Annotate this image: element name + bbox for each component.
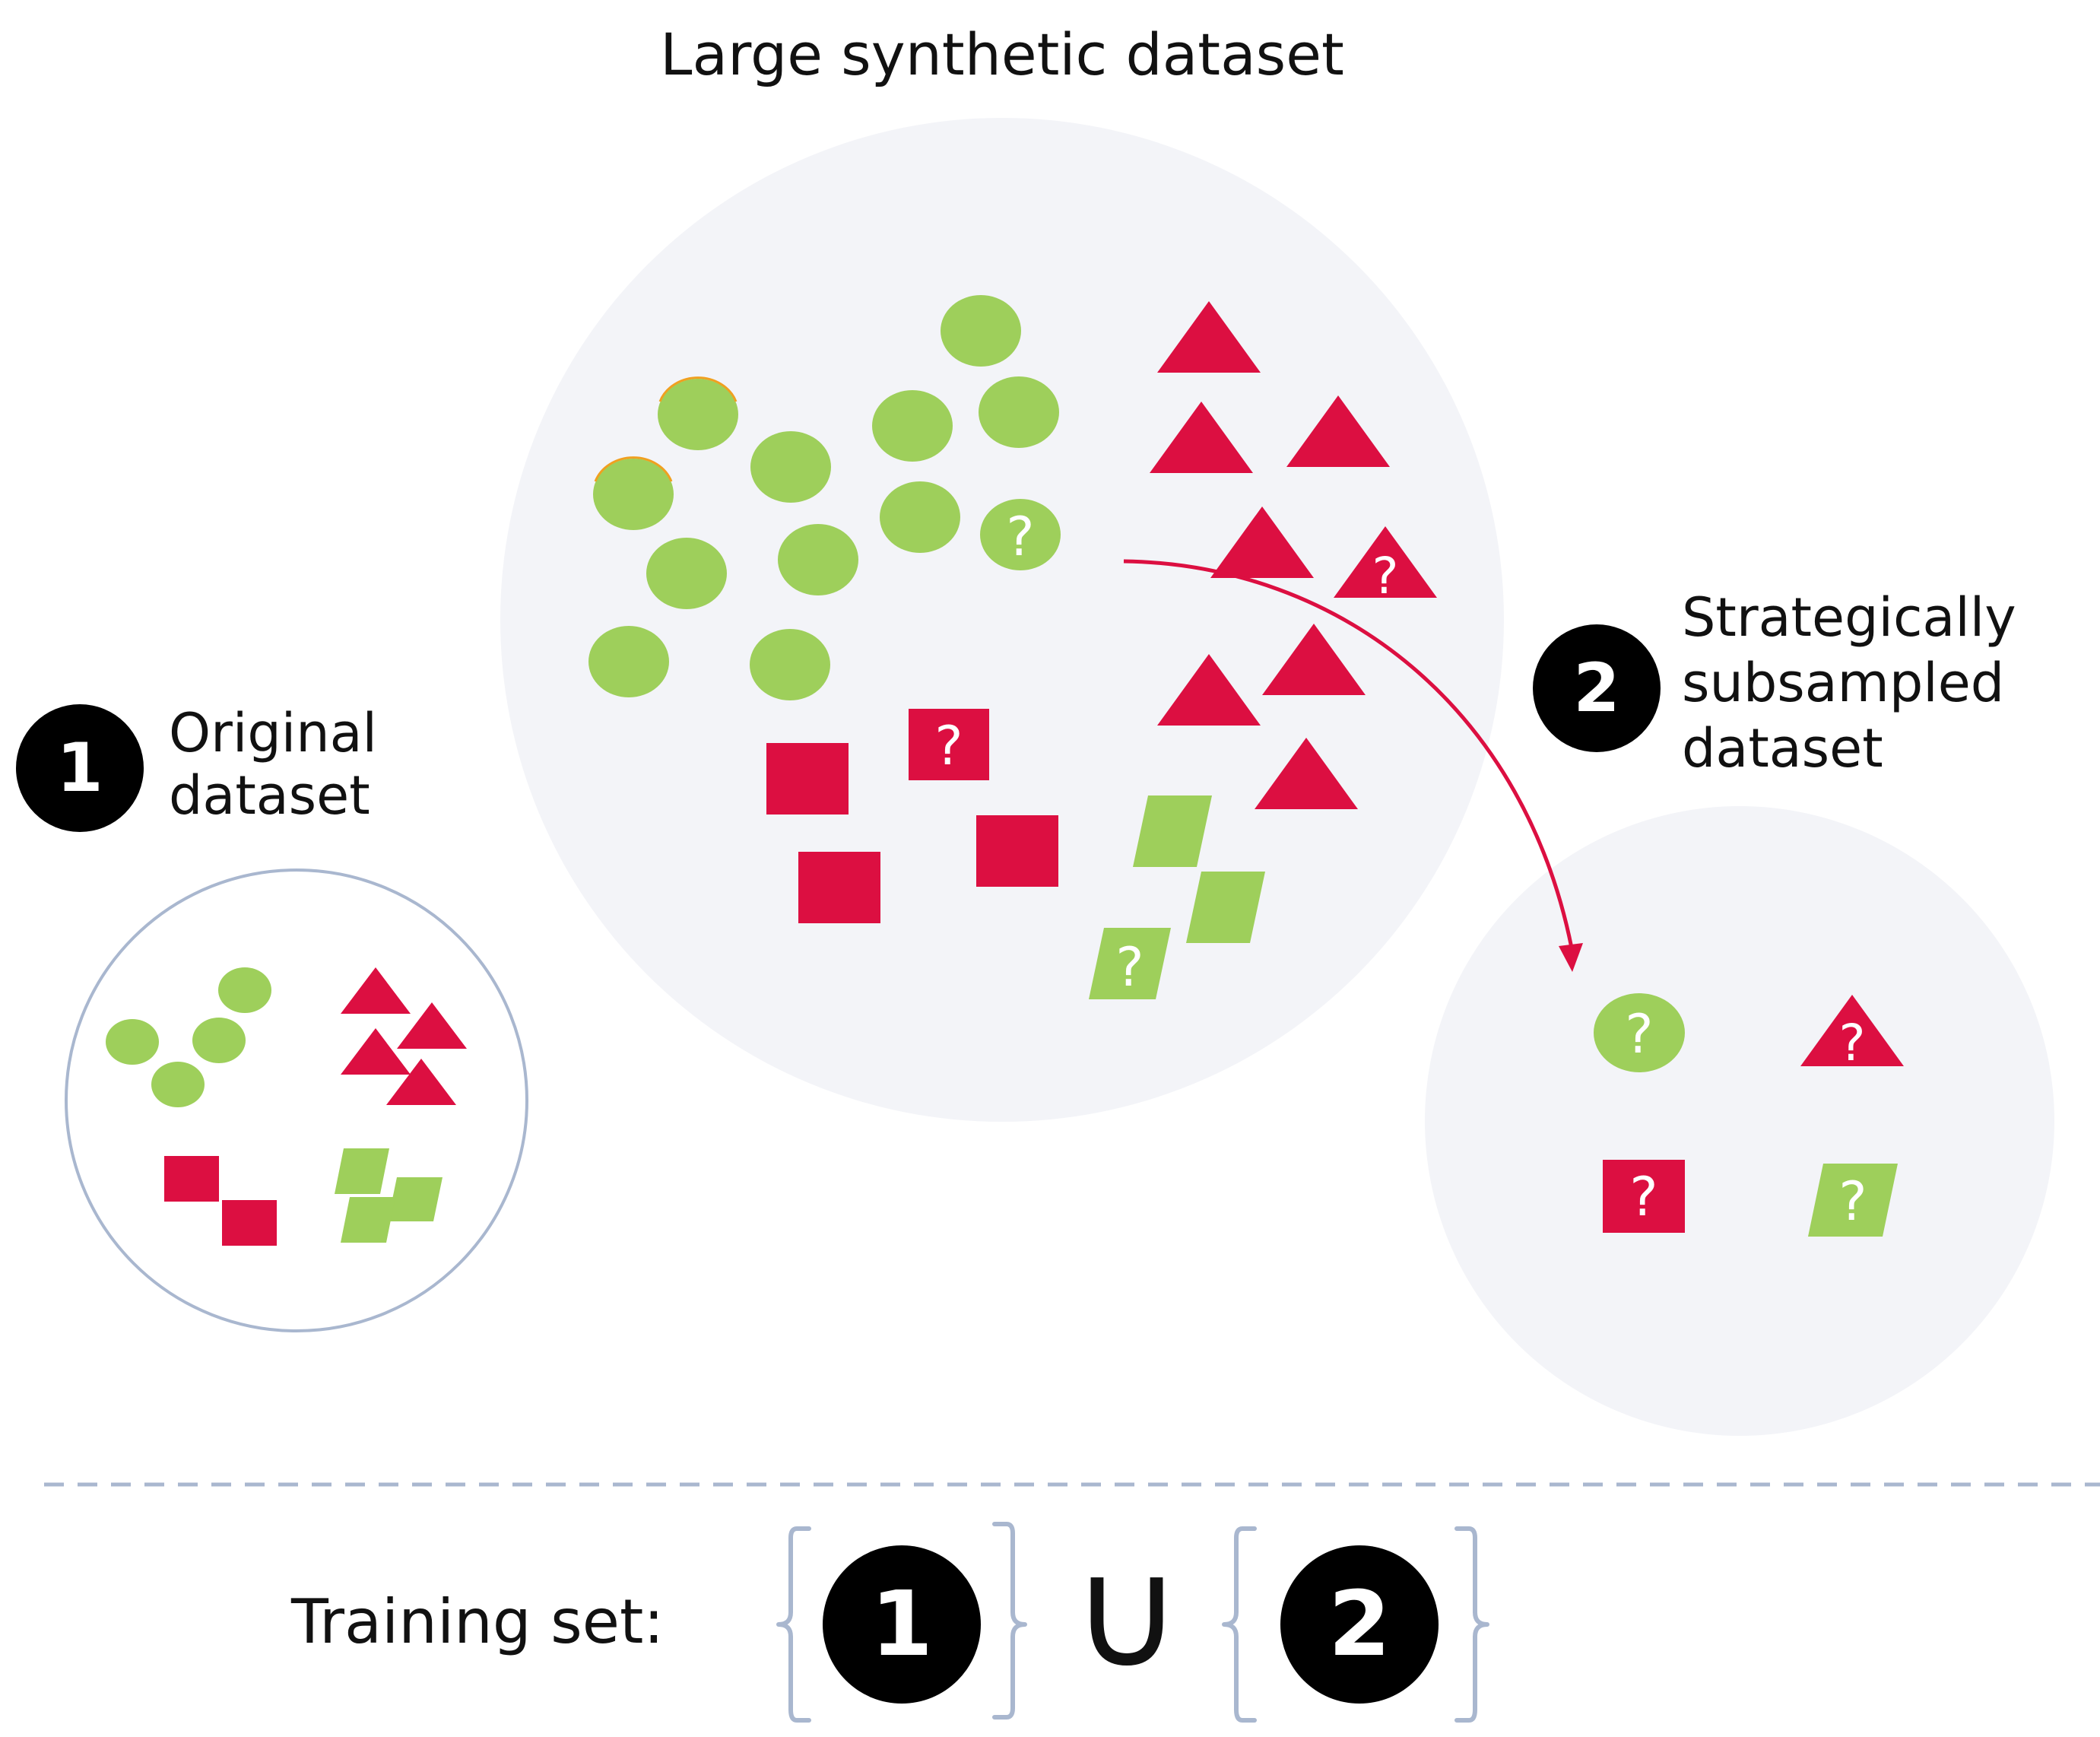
red-triangle [1157, 301, 1261, 373]
red-triangle [1157, 654, 1261, 726]
green-circle [593, 459, 674, 530]
large-green-circles [588, 295, 1059, 700]
red-square [222, 1200, 277, 1246]
original-green-parallelograms [335, 1148, 443, 1243]
subsample-arrow [1123, 559, 1583, 972]
green-circle [218, 967, 271, 1013]
large-green-circle-unknown: ? [980, 499, 1061, 570]
sub-green-circle-unknown: ? [1594, 993, 1685, 1072]
orange-rim [594, 456, 673, 482]
large-red-triangles [1150, 301, 1390, 809]
original-dataset-label-line2: dataset [169, 764, 370, 827]
original-red-triangles [341, 967, 467, 1105]
svg-text:?: ? [1372, 547, 1398, 605]
original-red-squares [164, 1156, 277, 1246]
green-circle [750, 629, 830, 700]
original-dataset-circle [65, 868, 528, 1332]
svg-text:2: 2 [1573, 649, 1619, 727]
sub-red-triangle-unknown: ? [1800, 995, 1904, 1072]
original-green-circles [106, 967, 271, 1107]
green-circle [658, 379, 738, 450]
svg-text:2: 2 [1328, 1571, 1391, 1676]
svg-text:?: ? [1115, 936, 1144, 999]
original-dataset-label-line1: Original [169, 702, 377, 764]
large-synthetic-dataset-circle [500, 118, 1504, 1122]
red-square [164, 1156, 219, 1202]
large-red-triangle-unknown: ? [1334, 526, 1437, 605]
large-green-parallelogram-unknown: ? [1089, 928, 1171, 999]
large-green-parallelograms [1133, 795, 1265, 943]
green-parallelogram [335, 1148, 389, 1194]
green-circle [588, 626, 669, 697]
left-brace-open-1 [776, 1526, 811, 1723]
red-triangle [341, 1028, 411, 1075]
svg-text:1: 1 [871, 1571, 933, 1676]
red-triangle [1255, 738, 1358, 809]
red-triangle [1210, 506, 1314, 578]
right-brace-close-1 [992, 1522, 1027, 1720]
subsampled-dataset-label-line3: dataset [1682, 717, 1883, 780]
svg-text:?: ? [1838, 1170, 1867, 1233]
green-parallelogram [388, 1177, 443, 1221]
left-brace-open-2 [1222, 1526, 1257, 1723]
subsampled-dataset-label-line1: Strategically [1682, 586, 2016, 649]
subsampled-dataset-circle [1425, 806, 2054, 1436]
red-triangle [341, 967, 411, 1014]
green-circle [151, 1062, 205, 1107]
red-square [976, 815, 1058, 887]
union-badge-2: 2 [1280, 1545, 1439, 1704]
red-triangle [1262, 624, 1366, 695]
green-circle [778, 524, 858, 595]
sub-red-square-unknown: ? [1603, 1160, 1685, 1233]
red-square [798, 852, 880, 923]
green-parallelogram [1186, 872, 1265, 943]
red-triangle [386, 1059, 456, 1105]
red-triangle [397, 1002, 467, 1049]
green-circle [880, 481, 960, 553]
green-circle [750, 431, 831, 503]
green-circle [646, 538, 727, 609]
training-set-label: Training set: [290, 1586, 664, 1657]
svg-text:?: ? [934, 715, 963, 777]
green-circle [192, 1018, 246, 1063]
svg-text:?: ? [1838, 1014, 1865, 1072]
large-red-squares [766, 743, 1058, 923]
badge-original: 1 [16, 704, 144, 832]
subsampled-dataset-label-line2: subsampled [1682, 652, 2004, 714]
large-dataset-title: Large synthetic dataset [660, 21, 1344, 88]
green-parallelogram [1133, 795, 1212, 867]
green-circle [941, 295, 1021, 367]
green-circle [106, 1019, 159, 1065]
green-parallelogram [341, 1197, 395, 1243]
union-symbol: ∪ [1071, 1525, 1182, 1702]
red-square [766, 743, 849, 815]
orange-rim [658, 376, 738, 402]
red-triangle [1286, 395, 1390, 467]
green-circle [872, 390, 953, 462]
badge-subsampled: 2 [1533, 624, 1661, 752]
svg-text:1: 1 [56, 729, 103, 807]
sub-green-parallelogram-unknown: ? [1808, 1164, 1898, 1237]
large-red-square-unknown: ? [909, 709, 989, 780]
svg-text:?: ? [1006, 506, 1034, 568]
green-circle [979, 376, 1059, 448]
right-brace-close-2 [1454, 1526, 1489, 1723]
red-triangle [1150, 402, 1253, 473]
svg-text:?: ? [1625, 1003, 1653, 1065]
union-badge-1: 1 [823, 1545, 981, 1704]
svg-text:?: ? [1629, 1166, 1657, 1228]
